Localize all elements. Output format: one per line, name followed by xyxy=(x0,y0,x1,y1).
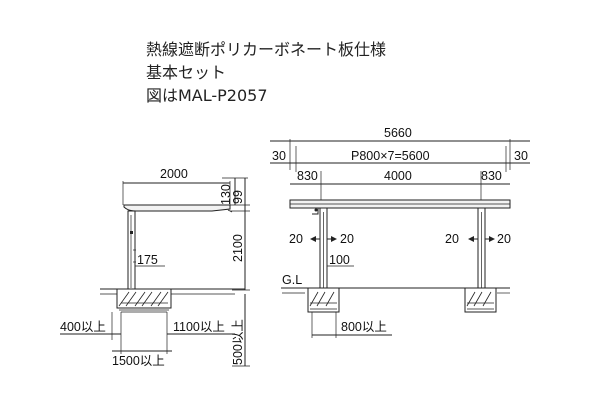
inner-dim-label: 175 xyxy=(137,253,158,267)
front-foundation-left xyxy=(307,287,340,313)
post-dim-label: 100 xyxy=(329,253,350,267)
overhang-left-label: 830 xyxy=(297,169,318,183)
total-width-label: 5660 xyxy=(384,126,412,140)
side-post xyxy=(127,210,136,292)
roof-thickness-label: 130 xyxy=(219,184,233,205)
pitch-label: P800×7=5600 xyxy=(351,149,430,163)
side-roof xyxy=(123,204,231,212)
ground-label: G.L xyxy=(282,273,302,287)
foundation-clear-label: 800以上 xyxy=(341,320,387,334)
base-width-label: 1500以上 xyxy=(112,354,165,368)
tol-left-1-label: 20 xyxy=(289,232,303,246)
spec-set: 基本セット xyxy=(146,63,227,82)
edge-left-label: 30 xyxy=(272,149,286,163)
post-height-label: 2100 xyxy=(231,234,245,262)
spec-title: 熱線遮断ポリカーボネート板仕様 xyxy=(146,40,387,59)
left-clear-label: 400以上 xyxy=(60,320,106,334)
edge-right-label: 30 xyxy=(514,149,528,163)
roof-width-label: 2000 xyxy=(160,167,188,181)
eave-offset-label: 99 xyxy=(231,190,245,204)
front-foundation-right xyxy=(464,287,497,313)
spec-model: 図はMAL-P2057 xyxy=(146,86,268,105)
right-clear-label: 1100以上 xyxy=(173,320,225,334)
overhang-right-label: 830 xyxy=(481,169,502,183)
front-view: 5660 30 30 P800×7=5600 830 4000 830 20 2… xyxy=(270,126,530,338)
spec-header: 熱線遮断ポリカーボネート板仕様 基本セット 図はMAL-P2057 xyxy=(146,38,386,107)
depth-label: 500以上 xyxy=(231,319,245,365)
tol-right-2-label: 20 xyxy=(497,232,511,246)
gutter-hook xyxy=(312,208,319,215)
tol-left-2-label: 20 xyxy=(445,232,459,246)
side-view: 2000 130 99 2100 175 xyxy=(60,167,250,368)
span-label: 4000 xyxy=(384,169,412,183)
tol-right-1-label: 20 xyxy=(340,232,354,246)
